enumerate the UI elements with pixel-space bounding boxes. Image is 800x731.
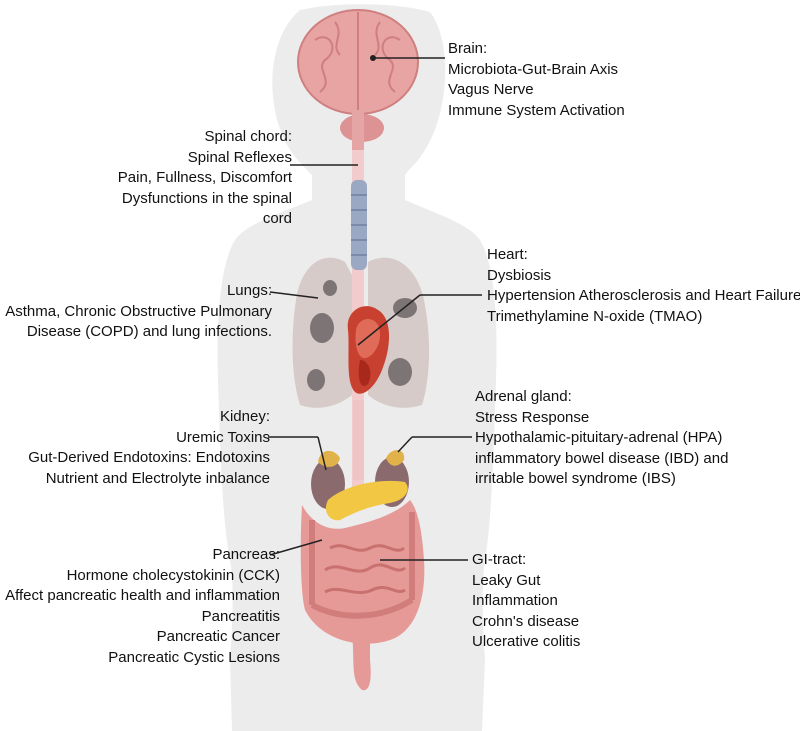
spinal-label: Spinal chord: Spinal Reflexes Pain, Full… — [118, 127, 292, 230]
adrenal-item: irritable bowel syndrome (IBS) — [475, 470, 676, 487]
heart-label: Heart: Dysbiosis Hypertension Atheroscle… — [487, 245, 800, 327]
lungs — [292, 257, 430, 408]
adrenal-glands — [318, 449, 405, 467]
leader-heart — [357, 294, 421, 346]
gi-item: Ulcerative colitis — [472, 633, 581, 650]
spinal-item: Spinal Reflexes — [187, 148, 292, 166]
kidney-title: Kidney: — [219, 408, 270, 425]
pancreas-item: Pancreatic Cancer — [156, 628, 280, 645]
kidney-item: Nutrient and Electrolyte inbalance — [45, 469, 270, 487]
gi-item: Leaky Gut — [472, 571, 541, 589]
brain-marker — [370, 55, 376, 61]
kidney-label: Kidney: Uremic Toxins Gut-Derived Endoto… — [28, 407, 270, 489]
lungs-title: Lungs: — [226, 282, 272, 299]
pancreas-item: Affect pancreatic health and inflammatio… — [5, 587, 280, 604]
pancreas-label: Pancreas: Hormone cholecystokinin (CCK) … — [5, 545, 280, 668]
brain-label: Brain: Microbiota-Gut-Brain Axis Vagus N… — [448, 39, 625, 121]
pancreas-title: Pancreas: — [212, 546, 280, 563]
heart-title: Heart: — [487, 246, 528, 263]
spinal-item: Pain, Fullness, Discomfort — [117, 169, 292, 186]
trachea — [351, 180, 367, 270]
adrenal-item: Stress Response — [475, 408, 590, 426]
brain-title: Brain: — [448, 40, 488, 57]
leader-kidney-v — [317, 436, 327, 471]
pancreas-item: Pancreatic Cystic Lesions — [108, 648, 280, 666]
leader-adrenal — [397, 436, 413, 453]
heart-item: Trimethylamine N-oxide (TMAO) — [487, 307, 703, 325]
pancreas-item: Pancreatitis — [201, 607, 280, 625]
pancreas — [325, 480, 408, 521]
adrenal-title: Adrenal gland: — [475, 388, 572, 405]
adrenal-item: Hypothalamic-pituitary-adrenal (HPA) — [475, 429, 723, 446]
gi-item: Inflammation — [472, 592, 558, 609]
leader-lungs — [269, 291, 319, 299]
brain-item: Immune System Activation — [448, 101, 625, 119]
brain — [297, 9, 419, 150]
leader-lines — [268, 57, 482, 561]
gi-item: Crohn's disease — [472, 612, 580, 630]
gi-title: GI-tract: — [472, 551, 527, 568]
spinal-item: Dysfunctions in the spinal — [121, 189, 292, 207]
intestines — [300, 500, 425, 691]
spinal-item: cord — [262, 210, 292, 227]
adrenal-label: Adrenal gland: Stress Response Hypothala… — [475, 387, 728, 490]
lungs-item: Asthma, Chronic Obstructive Pulmonary — [5, 302, 272, 320]
brain-item: Microbiota-Gut-Brain Axis — [448, 60, 619, 78]
lungs-label: Lungs: Asthma, Chronic Obstructive Pulmo… — [5, 281, 272, 343]
kidney-item: Uremic Toxins — [176, 428, 270, 446]
heart-item: Dysbiosis — [487, 266, 552, 284]
leader-pancreas — [269, 539, 323, 556]
kidney-item: Gut-Derived Endotoxins: Endotoxins — [28, 449, 270, 466]
lungs-item: Disease (COPD) and lung infections. — [26, 323, 272, 340]
adrenal-item: inflammatory bowel disease (IBD) and — [475, 449, 729, 467]
heart-item: Hypertension Atherosclerosis and Heart F… — [487, 287, 800, 304]
pancreas-item: Hormone cholecystokinin (CCK) — [66, 566, 280, 584]
esophagus — [353, 400, 364, 480]
spinal-title: Spinal chord: — [204, 128, 292, 145]
brain-item: Vagus Nerve — [448, 81, 534, 98]
gi-label: GI-tract: Leaky Gut Inflammation Crohn's… — [472, 550, 580, 653]
